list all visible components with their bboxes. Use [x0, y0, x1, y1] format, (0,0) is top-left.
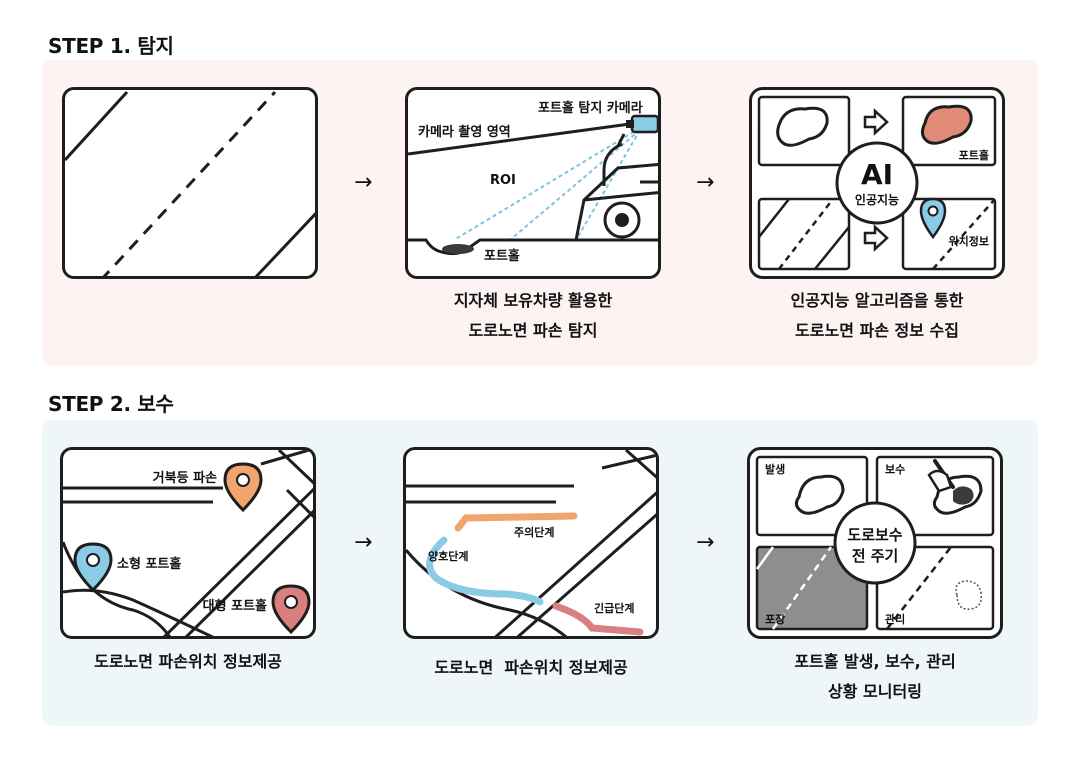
urgent-label: 긴급단계	[594, 601, 634, 615]
camera-card: 포트홀 탐지 카메라 카메라 촬영 영역 ROI 포트홀	[405, 87, 661, 279]
roi-label: ROI	[490, 173, 516, 188]
ai-illustration: AI 인공지능 포트홀 위치정보	[749, 87, 1005, 279]
step2-caption-3: 포트홀 발생, 보수, 관리 상황 모니터링	[794, 652, 956, 701]
pothole-label: 포트홀	[959, 148, 989, 162]
step1-caption-1: 지자체 보유차량 활용한 도로노면 파손 탐지	[453, 291, 613, 340]
location-pin-icon	[919, 197, 947, 240]
small-pothole-label: 소형 포트홀	[117, 556, 181, 572]
good-label: 양호단계	[428, 549, 468, 563]
ai-label: AI	[861, 158, 893, 191]
arrow-right-icon: →	[696, 530, 715, 555]
caution-label: 주의단계	[514, 525, 554, 539]
map-pins-illustration: 거북등 파손 소형 포트홀 대형 포트홀	[63, 450, 313, 636]
arrow-right-icon: →	[696, 170, 715, 195]
lifecycle-card: 도로보수 전 주기 발생 보수 포장 관리	[747, 447, 1003, 639]
step2-caption-1: 도로노면 파손위치 정보제공	[94, 652, 282, 671]
pothole-label: 포트홀	[484, 248, 520, 264]
road-illustration	[65, 90, 315, 276]
arrow-right-icon	[863, 108, 889, 136]
location-label: 위치정보	[949, 234, 989, 248]
repair-label: 보수	[885, 463, 905, 476]
camera-icon	[630, 114, 658, 134]
step2-caption-2: 도로노면 파손위치 정보제공	[434, 658, 628, 677]
area-label: 카메라 촬영 영역	[418, 124, 511, 140]
step1-title: STEP 1. 탐지	[48, 34, 174, 58]
route-illustration: 주의단계 양호단계 긴급단계	[406, 450, 656, 636]
pave-label: 포장	[765, 612, 785, 626]
lifecycle-center-1: 도로보수	[847, 526, 902, 544]
ai-card: AI 인공지능 포트홀 위치정보	[749, 87, 1005, 279]
arrow-right-icon: →	[354, 170, 373, 195]
manage-label: 관리	[885, 612, 905, 626]
step2-title: STEP 2. 보수	[48, 392, 174, 416]
lifecycle-center-2: 전 주기	[852, 547, 899, 565]
crack-label: 거북등 파손	[153, 471, 217, 486]
occur-label: 발생	[765, 462, 785, 476]
route-card: 주의단계 양호단계 긴급단계	[403, 447, 659, 639]
map-pins-card: 거북등 파손 소형 포트홀 대형 포트홀	[60, 447, 316, 639]
road-card	[62, 87, 318, 279]
camera-label: 포트홀 탐지 카메라	[538, 100, 643, 116]
large-pothole-label: 대형 포트홀	[203, 598, 267, 614]
arrow-right-icon: →	[354, 530, 373, 555]
camera-illustration: 포트홀 탐지 카메라 카메라 촬영 영역 ROI 포트홀	[408, 100, 658, 264]
ai-sub-label: 인공지능	[855, 192, 899, 207]
lifecycle-illustration: 도로보수 전 주기 발생 보수 포장 관리	[747, 447, 1003, 639]
arrow-right-icon	[863, 224, 889, 252]
step1-caption-2: 인공지능 알고리즘을 통한 도로노면 파손 정보 수집	[790, 291, 964, 340]
